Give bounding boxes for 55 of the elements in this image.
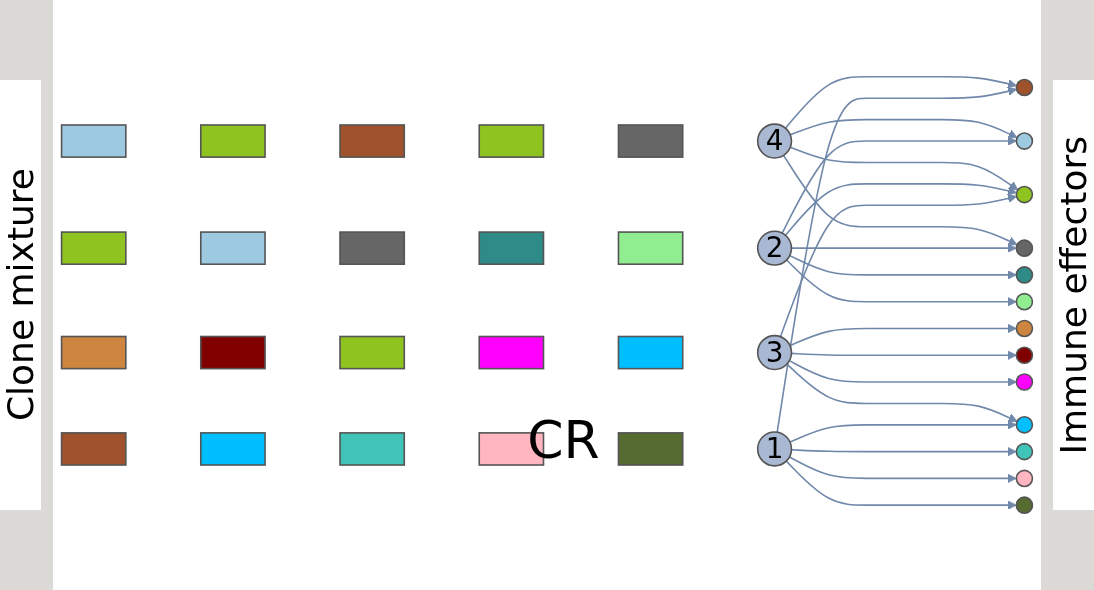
node-circle: [1015, 319, 1034, 338]
side-label: Immune effectors: [1053, 135, 1094, 455]
arrow: [788, 456, 1017, 484]
node-circle: 1: [756, 431, 793, 467]
node-circle: [1015, 266, 1034, 284]
node-circle: [1015, 416, 1034, 434]
node-box: [60, 231, 127, 265]
node-circle: 2: [756, 230, 793, 266]
node-circle: [1015, 469, 1034, 488]
node-circle: [1015, 346, 1034, 365]
node-box: [339, 124, 406, 158]
arrow: [788, 359, 1017, 387]
arrow: [784, 183, 1017, 237]
arrow: [788, 254, 1017, 280]
arrow: [779, 193, 1017, 338]
node-circle: 3: [756, 334, 793, 371]
node-circle: [1015, 496, 1034, 514]
node-circle: [1015, 132, 1034, 150]
node-box: [60, 432, 127, 466]
arrow: [789, 323, 1017, 347]
node-box: [617, 231, 684, 265]
arrow: [789, 420, 1017, 443]
node-circle: [1015, 292, 1034, 311]
center-label: CR: [527, 410, 600, 470]
node-box: [617, 432, 684, 466]
side-label: Clone mixture: [0, 168, 41, 422]
node-box: [339, 231, 406, 265]
node-box: [617, 124, 684, 158]
node-box: [339, 335, 406, 370]
node-box: [200, 335, 266, 370]
node-box: [478, 231, 545, 265]
node-box: [478, 124, 545, 158]
node-circle: [1015, 185, 1034, 204]
node-box: [200, 231, 266, 265]
arrow: [785, 460, 1017, 510]
arrow: [789, 146, 1019, 191]
node-box: [200, 432, 266, 466]
arrow: [785, 259, 1017, 307]
arrow: [781, 136, 1017, 234]
node-box: [617, 335, 684, 370]
node-box: [200, 124, 266, 158]
arrow: [786, 363, 1018, 423]
node-circle: [1015, 78, 1034, 97]
arrow: [782, 154, 1018, 246]
arrow: [789, 118, 1018, 139]
arrow: [776, 86, 1017, 434]
node-circle: [1015, 373, 1034, 391]
node-box: [478, 335, 545, 370]
node-box: [60, 335, 127, 370]
arrow: [784, 76, 1017, 129]
node-circle: 4: [756, 123, 793, 159]
node-circle: [1015, 442, 1034, 461]
node-circle: [1015, 239, 1034, 257]
node-box: [339, 432, 406, 466]
node-box: [60, 124, 127, 158]
